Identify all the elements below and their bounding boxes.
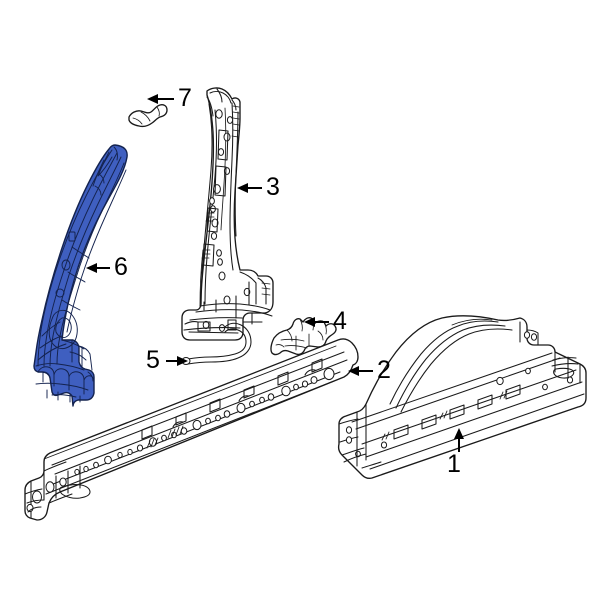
part-6-front-pillar-reinforcement-highlighted[interactable]	[33, 144, 128, 407]
callout-label-6[interactable]: 6	[114, 253, 128, 281]
part-2-rocker-panel-inner[interactable]	[24, 338, 359, 521]
callout-label-1[interactable]: 1	[447, 450, 461, 478]
callout-leaders	[86, 94, 464, 452]
part-7-upper-bracket[interactable]	[128, 104, 168, 128]
callout-label-7[interactable]: 7	[178, 84, 192, 112]
callout-label-5[interactable]: 5	[146, 346, 160, 374]
callout-label-2[interactable]: 2	[377, 356, 391, 384]
callout-label-3[interactable]: 3	[266, 173, 280, 201]
callout-label-4[interactable]: 4	[333, 307, 347, 335]
part-1-rocker-panel-outer[interactable]	[337, 315, 587, 480]
part-3-center-pillar-reinforcement[interactable]	[181, 87, 274, 341]
